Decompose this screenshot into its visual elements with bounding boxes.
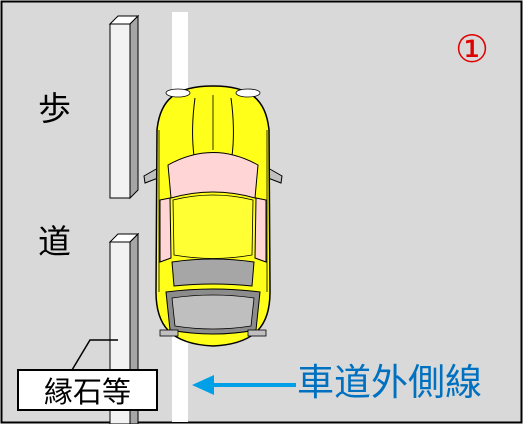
- curb-leader-line: [71, 339, 118, 371]
- arrow-left-icon: [192, 375, 296, 395]
- curb-label: 縁石等: [17, 369, 158, 411]
- curb-block-upper: [108, 14, 140, 200]
- sidewalk-label-char-1: 歩: [38, 89, 71, 128]
- figure-number: ①: [455, 27, 490, 71]
- parked-car-icon: [143, 85, 283, 347]
- sidewalk-label-char-2: 道: [38, 222, 71, 261]
- edge-line-label: 車道外側線: [297, 361, 482, 404]
